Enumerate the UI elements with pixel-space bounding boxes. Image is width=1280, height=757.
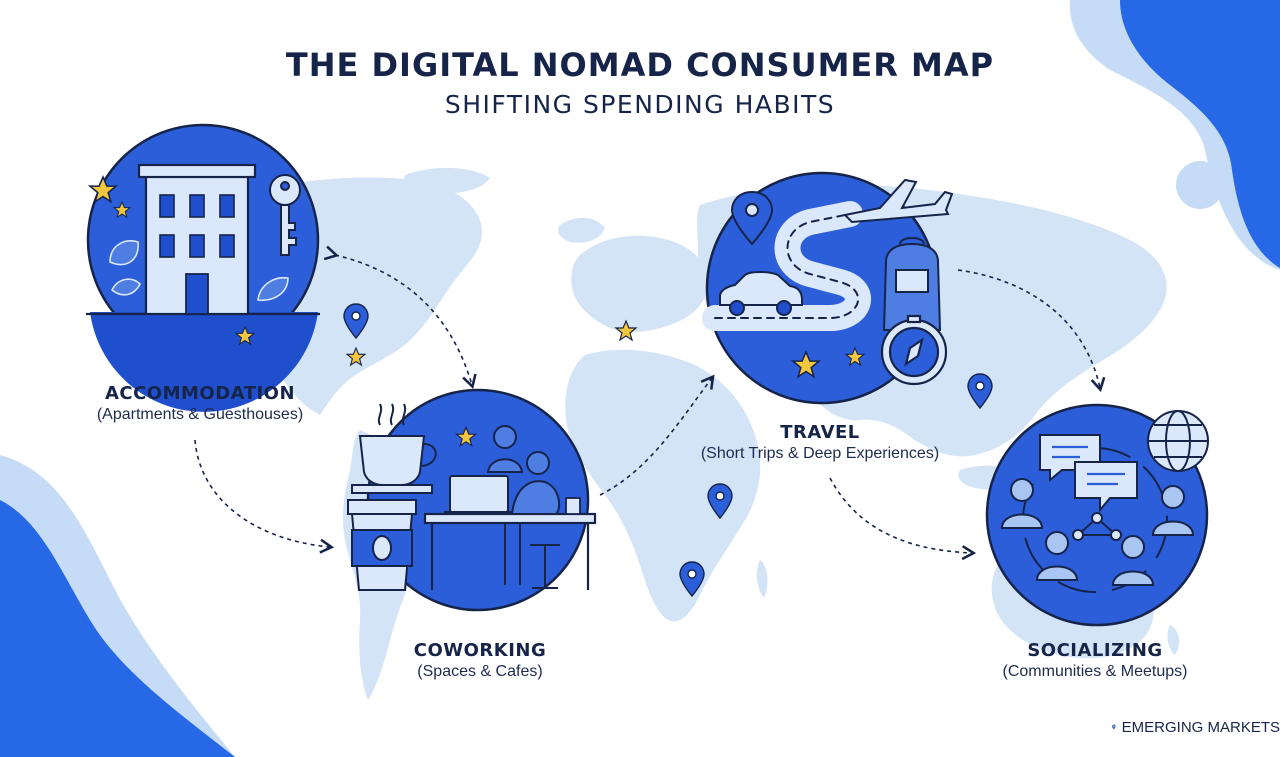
flow-arrows <box>194 245 1106 561</box>
legend: EMERGING MARKETS <box>1112 710 1280 744</box>
arrow-travel-socializing-top <box>957 269 1106 393</box>
airplane-icon <box>842 178 954 224</box>
desk-icon <box>423 512 597 590</box>
travel-subtitle: (Short Trips & Deep Experiences) <box>700 445 940 462</box>
coworking-label: COWORKING (Spaces & Cafes) <box>340 640 620 681</box>
accommodation-circle <box>86 123 320 412</box>
star-icon <box>454 426 478 447</box>
network-icon <box>1072 512 1122 541</box>
map-pin-icon <box>679 561 705 598</box>
star-icon <box>112 200 132 219</box>
cup-icon <box>565 497 581 515</box>
star-icon <box>234 325 256 346</box>
page-title: THE DIGITAL NOMAD CONSUMER MAP <box>285 46 995 84</box>
socializing-title: SOCIALIZING <box>1027 640 1163 661</box>
arrow-accommodation-coworking-top <box>323 245 477 390</box>
travel-circle <box>702 171 954 405</box>
decorative-blob-bottom-left <box>0 455 235 757</box>
globe-icon <box>1147 410 1209 472</box>
map-pin-icon <box>343 303 369 340</box>
arrow-accommodation-coworking-bottom <box>194 439 335 554</box>
location-pin-icon <box>730 190 774 246</box>
accommodation-label: ACCOMMODATION (Apartments & Guesthouses) <box>50 383 350 424</box>
travel-title: TRAVEL <box>780 422 860 443</box>
socializing-subtitle: (Communities & Meetups) <box>1002 663 1188 680</box>
winding-road-icon <box>702 201 871 331</box>
star-icon <box>790 350 822 379</box>
coworking-title: COWORKING <box>413 640 547 661</box>
user-icons <box>1000 478 1195 586</box>
arrow-travel-socializing-bottom <box>829 477 977 561</box>
page-subtitle: SHIFTING SPENDING HABITS <box>444 90 836 119</box>
map-pin-icon <box>967 373 993 410</box>
accommodation-subtitle: (Apartments & Guesthouses) <box>96 406 304 423</box>
laptop-icon <box>444 475 514 513</box>
chair-icon <box>530 544 560 589</box>
star-icon <box>345 346 367 367</box>
backpack-icon <box>882 237 942 331</box>
coffee-cup-icon <box>351 403 437 494</box>
map-pin-icon <box>1112 724 1116 730</box>
coworking-subtitle: (Spaces & Cafes) <box>417 663 543 680</box>
accommodation-title: ACCOMMODATION <box>104 383 296 404</box>
coworking-circle <box>347 388 597 612</box>
legend-label: EMERGING MARKETS <box>1121 718 1280 736</box>
car-icon <box>719 271 803 316</box>
compass-icon <box>880 314 948 386</box>
person-icon <box>486 425 561 585</box>
map-pin-icon <box>707 483 733 520</box>
star-icon <box>87 175 119 204</box>
star-icon <box>844 346 866 367</box>
arrow-coworking-travel <box>599 374 715 496</box>
takeaway-cup-icon <box>347 499 417 591</box>
leaf-icon <box>109 240 289 302</box>
decorative-stars <box>345 319 638 367</box>
travel-label: TRAVEL (Short Trips & Deep Experiences) <box>670 422 970 463</box>
hotel-icon <box>137 163 257 316</box>
chat-bubble-icon <box>1039 434 1138 513</box>
key-icon <box>269 174 301 256</box>
star-icon <box>614 319 638 342</box>
map-pins <box>343 303 993 598</box>
socializing-label: SOCIALIZING (Communities & Meetups) <box>955 640 1235 681</box>
decorative-blob-top-right <box>1069 0 1280 270</box>
socializing-circle <box>985 403 1209 627</box>
